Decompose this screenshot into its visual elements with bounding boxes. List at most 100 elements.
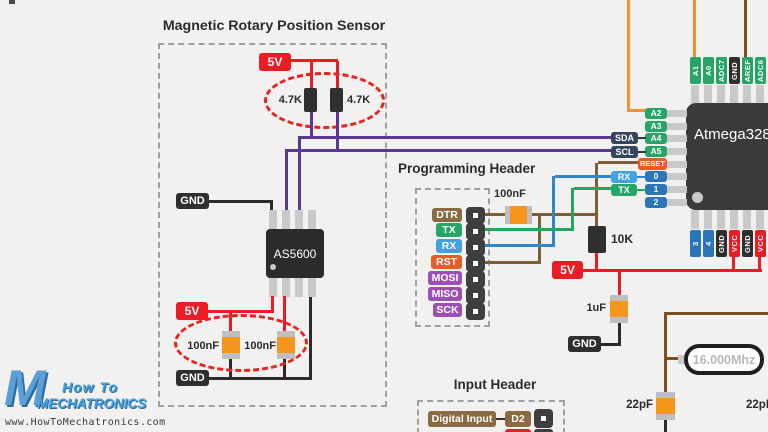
mcu-pin-3: 3: [690, 230, 701, 257]
programming-header-box: [415, 188, 490, 327]
as5600-pin-bottom-2: [282, 277, 290, 297]
as5600-pin-top-4: [308, 210, 316, 230]
header-pin-mosi: [466, 271, 485, 288]
wire-rx-h2: [555, 175, 611, 178]
mcu-rx-label: RX: [611, 171, 637, 183]
main-5v-label: 5V: [552, 261, 583, 279]
wire-vcc1-v: [732, 257, 735, 271]
wire-22pf-gnd-v: [664, 420, 667, 432]
mcu-pin-reset: RESET: [638, 158, 667, 170]
programming-header-title: Programming Header: [398, 161, 536, 176]
mcu-pin-a2: A2: [645, 108, 667, 119]
mcu-pin-gnd-top: GND: [729, 57, 740, 84]
mcu-pin1-dot: [692, 192, 703, 203]
wire-rst-v: [538, 214, 541, 264]
mcu-stub-top-1: [691, 85, 699, 104]
mcu-pin-vcc-2: VCC: [755, 230, 766, 257]
header-pin-tx: [466, 223, 485, 240]
wire-c2-top-v: [283, 296, 286, 332]
tx-1-connector: [637, 189, 646, 191]
mcu-pin-gnd-bottom-2: GND: [742, 230, 753, 257]
logo-url: www.HowToMechatronics.com: [5, 417, 166, 428]
as5600-pin-bottom-4: [308, 277, 316, 297]
wire-5v-rail-h: [583, 269, 762, 272]
header-pin-rx: [466, 239, 485, 256]
mcu-stub-top-2: [704, 85, 712, 104]
wire-scl-h: [285, 149, 613, 152]
wire-a1-orange-v: [693, 0, 696, 58]
mcu-pin-0: 0: [645, 171, 667, 182]
mcu-stub-bottom-5: [743, 210, 751, 229]
mcu-pin-1: 1: [645, 184, 667, 195]
wire-tx-h1: [485, 228, 573, 231]
capacitor-22pf-right-value: 22pF: [746, 399, 768, 411]
d2-label: D2: [505, 411, 531, 427]
capacitor-1uf: [610, 295, 628, 323]
mcu-pin-gnd-bottom-1: GND: [716, 230, 727, 257]
wire-1uf-gnd-v: [618, 323, 621, 346]
digital-input-label: Digital Input: [428, 411, 496, 427]
wire-rx-h1: [485, 244, 553, 247]
wire-c2-gnd-v: [283, 359, 286, 379]
wire-gnd-bottom-h: [209, 377, 312, 380]
capacitor-22pf-left: [656, 392, 675, 420]
top-edge-dash: [9, 0, 15, 4]
wire-scl-drop-v: [285, 152, 288, 212]
logo: M How To MECHATRONICS www.HowToMechatron…: [0, 355, 170, 432]
wire-rx-v: [552, 176, 555, 247]
as5600-pin-top-2: [282, 210, 290, 230]
digital-input-d2-connector: [496, 418, 505, 420]
header-pin-rst: [466, 255, 485, 272]
mcu-stub-left-6: [667, 173, 687, 180]
wire-crystal-v: [664, 312, 667, 394]
header-pin-rx-label: RX: [436, 239, 462, 253]
mcu-stub-top-4: [730, 85, 738, 104]
mcu-stub-left-5: [667, 161, 687, 168]
sda-label: SDA: [611, 132, 638, 144]
mcu-pin-adc7: ADC7: [716, 57, 727, 84]
wire-1uf-gnd-h: [600, 343, 620, 346]
input-header-box: [417, 400, 565, 432]
decoupling-highlight-ellipse: [174, 314, 308, 372]
mcu-stub-left-4: [667, 148, 687, 155]
mcu-pin-a1: A1: [690, 57, 701, 84]
sda-a4-connector: [638, 137, 646, 139]
wire-sda-drop-v: [298, 139, 301, 212]
mcu-pin-a0: A0: [703, 57, 714, 84]
wire-5v-bottom-h: [207, 310, 274, 313]
capacitor-22pf-left-value: 22pF: [626, 399, 653, 411]
wire-reset-chip-h: [598, 161, 639, 164]
mcu-pin-vcc-1: VCC: [729, 230, 740, 257]
header-pin-sck-label: SCK: [433, 303, 462, 317]
logo-m: M: [4, 360, 46, 416]
header-pin-miso: [466, 287, 485, 304]
wire-tx-h2: [574, 187, 611, 190]
wire-sda-h: [298, 136, 613, 139]
header-pin-rst-label: RST: [431, 255, 462, 269]
mcu-stub-left-1: [667, 110, 687, 117]
mcu-pin-adc6: ADC6: [755, 57, 766, 84]
mcu-pin-a4: A4: [645, 133, 667, 144]
main-gnd-label: GND: [568, 336, 601, 352]
mcu-stub-left-2: [667, 123, 687, 130]
as5600-chip: AS5600: [266, 229, 324, 278]
mcu-stub-top-6: [756, 85, 764, 104]
wire-10k-5v-v: [595, 253, 598, 271]
wire-r1-sda-v: [310, 112, 313, 139]
sensor-gnd-top-label: GND: [176, 193, 209, 209]
next-row-label-sliver: [505, 429, 531, 432]
capacitor-100nf-reset: [505, 206, 532, 224]
reset-cap-value: 100nF: [494, 188, 526, 200]
logo-howto: How To: [62, 379, 119, 395]
header-pin-dtr: [466, 207, 485, 224]
crystal-pin-left: [678, 355, 685, 364]
wire-as5600-gnd-v: [309, 297, 312, 380]
capacitor-1uf-value: 1uF: [586, 302, 606, 314]
mcu-chip-name: Atmega328p-: [694, 126, 768, 143]
logo-mechatronics: MECHATRONICS: [37, 396, 147, 411]
mcu-stub-bottom-1: [691, 210, 699, 229]
wire-r2-scl-v: [336, 112, 339, 152]
scl-label: SCL: [611, 146, 638, 158]
header-pin-mosi-label: MOSI: [428, 271, 462, 285]
